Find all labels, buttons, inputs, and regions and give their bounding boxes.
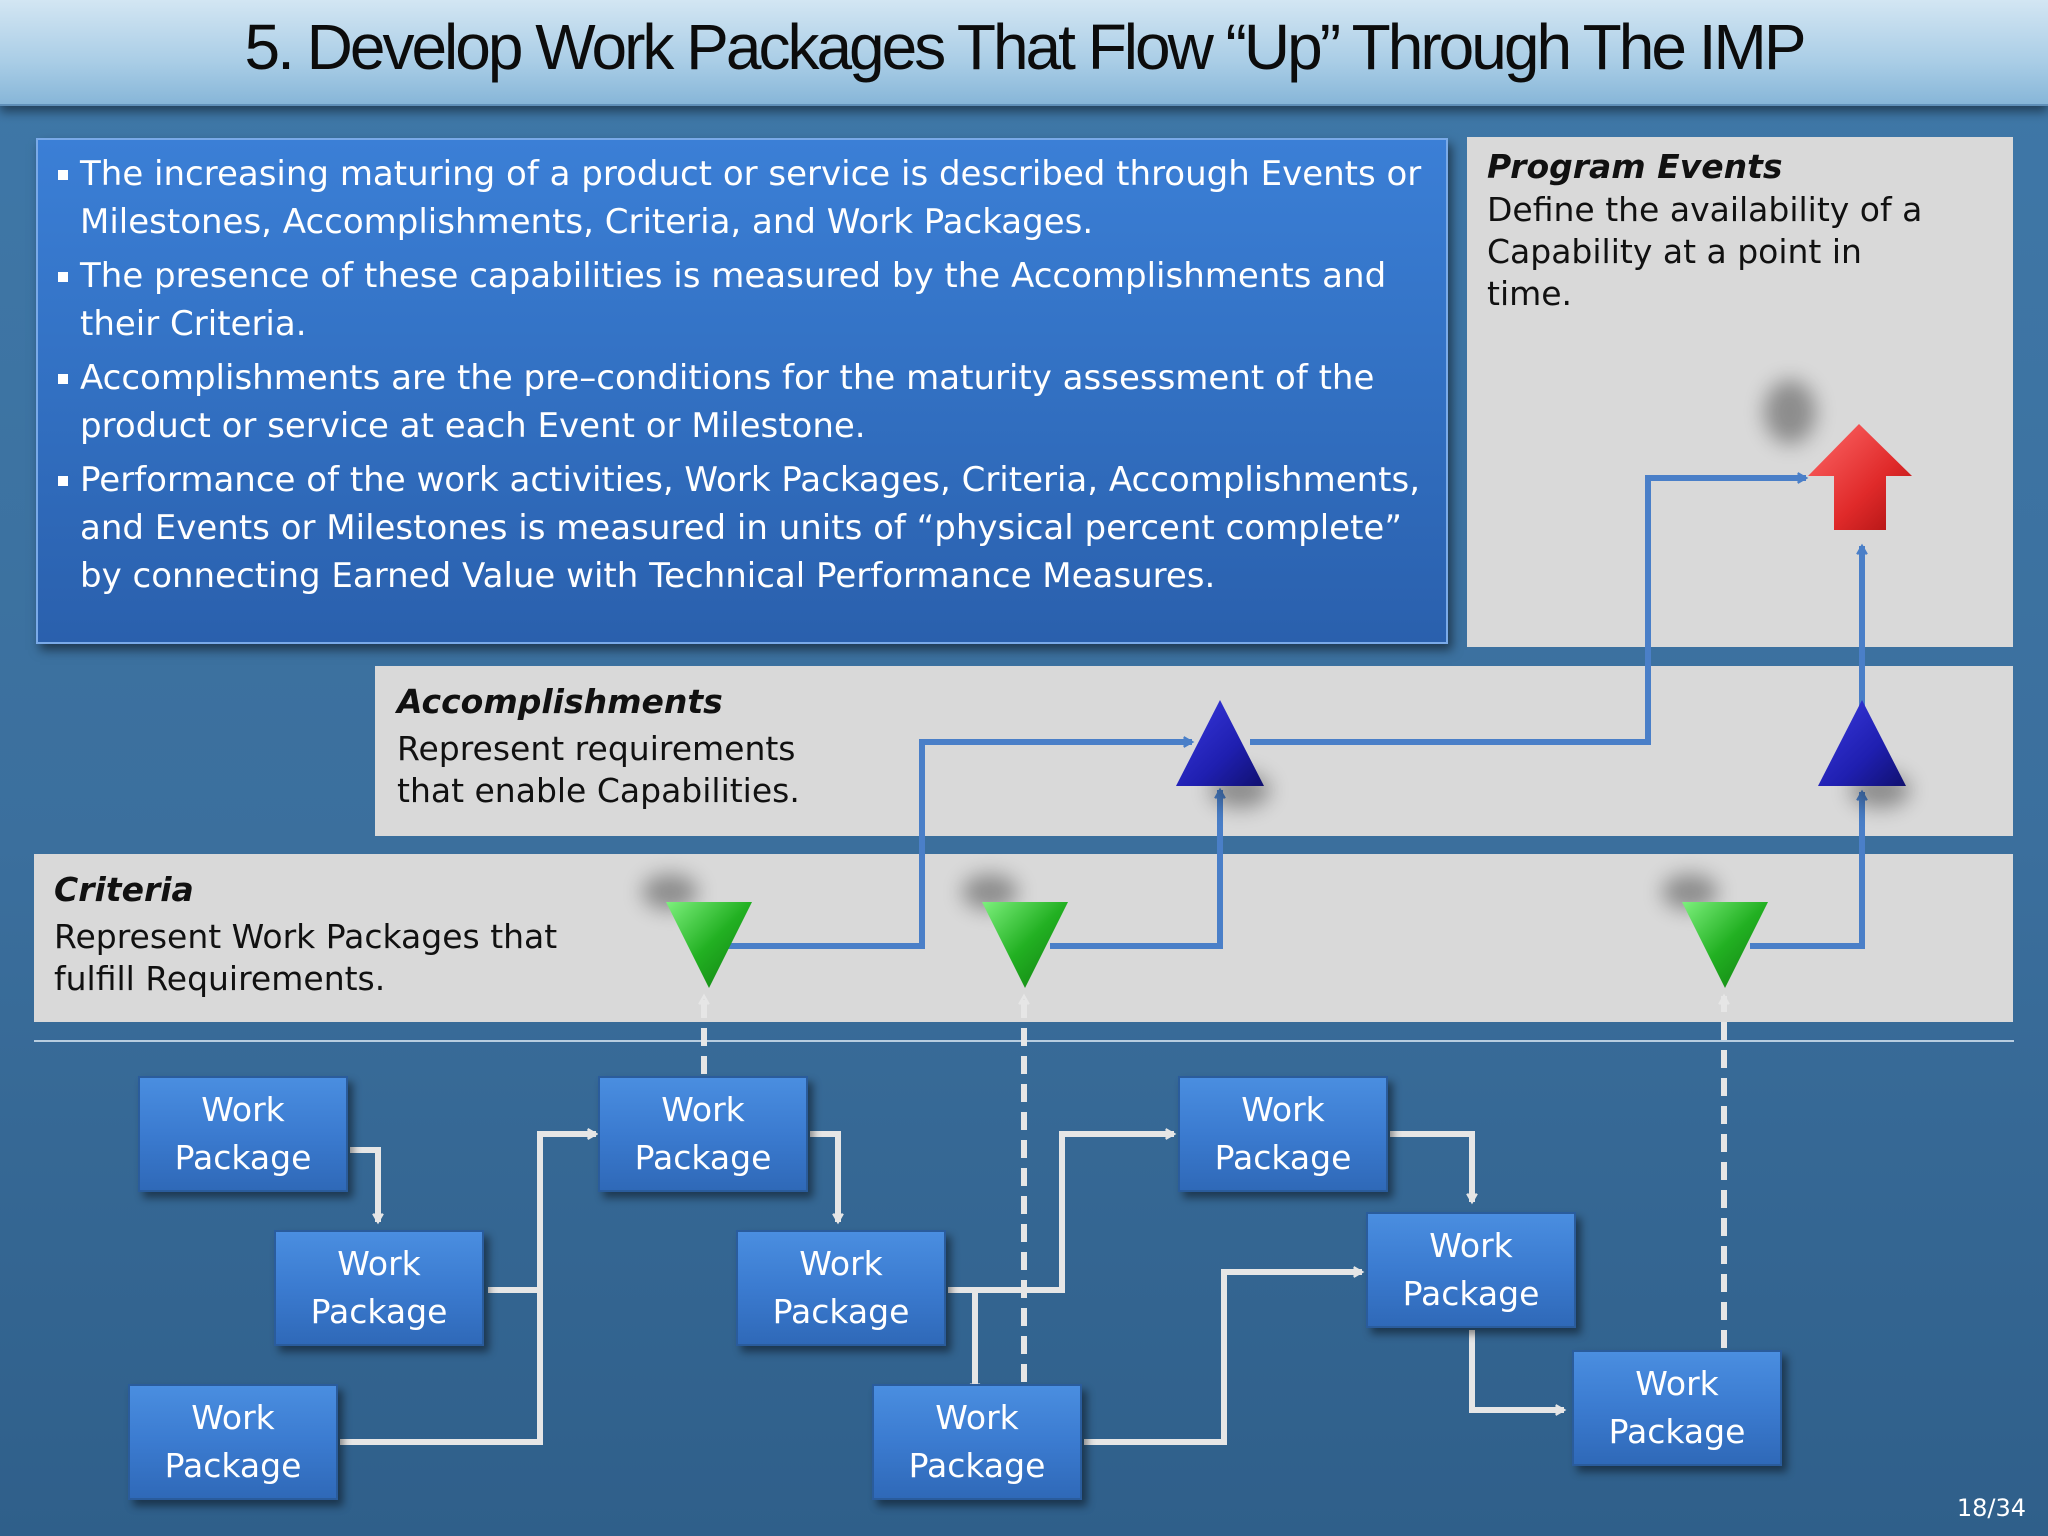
work-flow-arrows [340,1131,1564,1445]
slide-title: 5. Develop Work Packages That Flow “Up” … [244,11,1806,83]
wp-label-line2: Package [174,1138,312,1177]
wp-label-line2: Package [908,1446,1046,1485]
flow-criteria2-to-acc1 [1050,790,1220,949]
criteria-text: Represent Work Packages that fulfill Req… [54,917,558,998]
flow-wp6-to-wp8 [1084,1272,1362,1445]
wp-label-line1: Work [799,1244,883,1283]
work-package-3[interactable]: Work Package [128,1384,338,1500]
wp-label-line1: Work [661,1090,745,1129]
work-package-6[interactable]: Work Package [872,1384,1082,1500]
criteria-marker-3 [1682,902,1768,988]
bullet-3: Accomplishments are the pre–conditions f… [58,354,1422,450]
bullet-4: Performance of the work activities, Work… [58,456,1422,600]
criteria-heading: Criteria [54,870,194,909]
program-events-text: Define the availability of a Capability … [1487,190,1923,313]
work-package-8[interactable]: Work Package [1366,1212,1576,1328]
work-package-5[interactable]: Work Package [736,1230,946,1346]
bullet-1: The increasing maturing of a product or … [58,150,1422,246]
capability-flow-arrows [728,478,1862,949]
criteria-links [704,996,1724,1382]
wp-label-line2: Package [1608,1412,1746,1451]
work-package-2[interactable]: Work Package [274,1230,484,1346]
wp-label-line1: Work [337,1244,421,1283]
title-bar: 5. Develop Work Packages That Flow “Up” … [0,0,2048,106]
flow-wp8-to-wp9 [1469,1330,1564,1410]
bullet-2: The presence of these capabilities is me… [58,252,1422,348]
marker-shadows [642,380,1910,910]
work-package-1[interactable]: Work Package [138,1076,348,1192]
wp-label-line2: Package [164,1446,302,1485]
flow-wp7-to-wp8 [1390,1131,1472,1202]
page-number: 18/34 [1956,1494,2026,1522]
wp-label-line1: Work [191,1398,275,1437]
accomplishments-text: Represent requirements that enable Capab… [397,729,800,810]
program-events-heading: Program Events [1487,147,1783,186]
wp-label-line2: Package [634,1138,772,1177]
work-package-9[interactable]: Work Package [1572,1350,1782,1466]
accomplishment-marker-2 [1818,700,1906,786]
flow-wp5-to-wp7 [948,1134,1174,1293]
accomplishment-marker-1 [1176,700,1264,786]
wp-label-line2: Package [310,1292,448,1331]
flow-wp3-to-wp4 [340,1134,596,1445]
wp-label-line1: Work [1635,1364,1719,1403]
wp-label-line1: Work [1241,1090,1325,1129]
wp-label-line1: Work [201,1090,285,1129]
flow-acc1-to-event [1250,478,1806,745]
work-package-4[interactable]: Work Package [598,1076,808,1192]
criteria-marker-2 [982,902,1068,988]
wp-label-line1: Work [935,1398,1019,1437]
wp-label-line2: Package [1402,1274,1540,1313]
flow-wp1-to-wp2 [350,1147,378,1222]
flow-criteria3-to-acc2 [1750,792,1862,949]
bullet-box: The increasing maturing of a product or … [36,138,1448,644]
wp-label-line1: Work [1429,1226,1513,1265]
criteria-marker-1 [666,902,752,988]
wp-label-line2: Package [772,1292,910,1331]
program-events-panel: Program Events Define the availability o… [1467,137,2013,647]
flow-criteria1-to-acc1 [728,742,1192,949]
wp-label-line2: Package [1214,1138,1352,1177]
accomplishments-heading: Accomplishments [397,682,723,721]
flow-wp4-to-wp5 [810,1131,838,1222]
program-event-marker [1808,424,1912,530]
work-package-7[interactable]: Work Package [1178,1076,1388,1192]
